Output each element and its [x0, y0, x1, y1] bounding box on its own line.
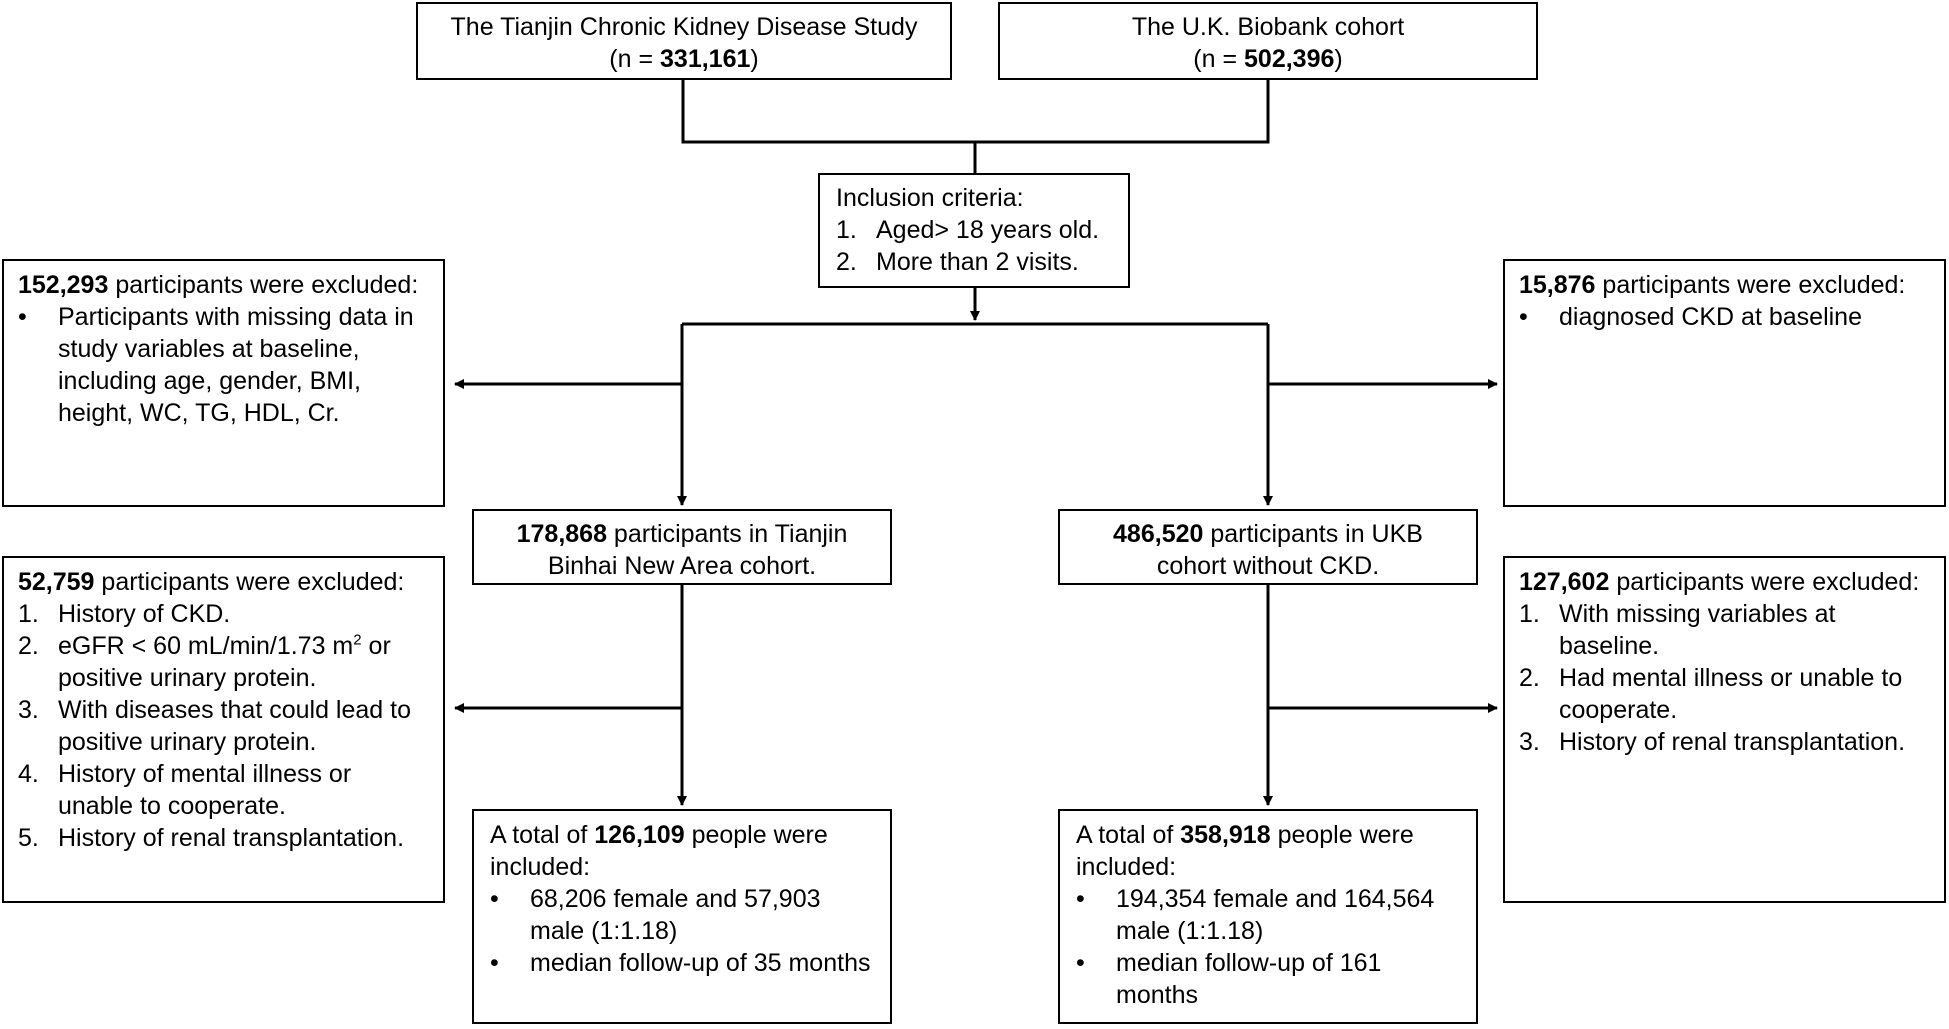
list-item: 4. History of mental illness or unable to…	[18, 758, 429, 822]
list-text: History of CKD.	[58, 600, 231, 628]
exclusion-heading: 52,759 participants were excluded:	[18, 566, 429, 598]
excluded-count: 127,602	[1519, 568, 1610, 596]
ukb-exclusion-2-box: 127,602 participants were excluded: 1. Wi…	[1503, 556, 1946, 903]
n-value: 502,396	[1244, 45, 1335, 73]
cohort-text: participants in Tianjin Binhai New Area …	[547, 520, 848, 580]
heading-prefix: A total of	[490, 821, 595, 849]
list-marker: 4.	[18, 760, 39, 788]
ukb-cohort-without-ckd-box: 486,520 participants in UKB cohort witho…	[1058, 509, 1478, 585]
list-marker: 3.	[18, 696, 39, 724]
tianjin-cohort-box: 178,868 participants in Tianjin Binhai N…	[472, 509, 892, 585]
list-text: eGFR < 60 mL/min/1.73 m2 or positive uri…	[58, 630, 429, 694]
cohort-text: participants in UKB cohort without CKD.	[1156, 520, 1423, 580]
list-text: Participants with missing data in study …	[58, 303, 414, 427]
heading-suffix: people were included:	[490, 821, 828, 881]
list-text: Had mental illness or unable to cooperat…	[1559, 664, 1903, 724]
ukb-cohort-title: The U.K. Biobank cohort	[1131, 13, 1405, 41]
list-text: With diseases that could lead to positiv…	[58, 696, 411, 756]
tianjin-exclusion-2-box: 52,759 participants were excluded: 1. His…	[2, 556, 445, 903]
n-prefix: (n =	[609, 45, 661, 73]
list-item: 2. More than 2 visits.	[836, 246, 1112, 278]
final-heading: A total of 358,918 people were included:	[1076, 819, 1460, 883]
list-text: More than 2 visits.	[876, 248, 1079, 276]
list-item: 1. With missing variables at baseline.	[1519, 598, 1930, 662]
list-text: 68,206 female and 57,903 male (1:1.18)	[530, 885, 821, 945]
list-text: median follow-up of 35 months	[530, 949, 871, 977]
tianjin-exclusion-1-box: 152,293 participants were excluded: • Par…	[2, 259, 445, 507]
heading-prefix: A total of	[1076, 821, 1181, 849]
tianjin-study-title: The Tianjin Chronic Kidney Disease Study	[450, 13, 918, 41]
excluded-count: 52,759	[18, 568, 95, 596]
list-item: 5. History of renal transplantation.	[18, 822, 429, 854]
tianjin-study-box: The Tianjin Chronic Kidney Disease Study…	[416, 2, 952, 80]
heading-suffix: people were included:	[1076, 821, 1414, 881]
bullet-marker: •	[490, 885, 499, 913]
excluded-count: 152,293	[18, 271, 109, 299]
list-marker: 1.	[18, 600, 39, 628]
merge-connector	[681, 80, 1270, 173]
list-marker: 2.	[836, 248, 857, 276]
superscript: 2	[353, 631, 362, 649]
list-marker: 1.	[1519, 600, 1540, 628]
list-text: 194,354 female and 164,564 male (1:1.18)	[1116, 885, 1435, 945]
excluded-count: 15,876	[1519, 271, 1596, 299]
exclusion-heading: 15,876 participants were excluded:	[1519, 269, 1930, 301]
inclusion-criteria-title: Inclusion criteria:	[836, 184, 1024, 212]
list-text: With missing variables at baseline.	[1559, 600, 1836, 660]
bullet-marker: •	[18, 303, 27, 331]
cohort-count: 486,520	[1113, 520, 1204, 548]
n-prefix: (n =	[1193, 45, 1245, 73]
list-marker: 2.	[18, 632, 39, 660]
list-item: 2. eGFR < 60 mL/min/1.73 m2 or positive u…	[18, 630, 429, 694]
list-item: • 68,206 female and 57,903 male (1:1.18)	[490, 883, 874, 947]
included-count: 358,918	[1180, 821, 1271, 849]
bullet-marker: •	[1519, 303, 1528, 331]
ukb-cohort-n: (n = 502,396)	[1000, 43, 1536, 75]
bullet-marker: •	[1076, 885, 1085, 913]
list-marker: 2.	[1519, 664, 1540, 692]
n-suffix: )	[1334, 45, 1343, 73]
heading-text: participants were excluded:	[108, 271, 419, 299]
bullet-marker: •	[1076, 949, 1085, 977]
bullet-marker: •	[490, 949, 499, 977]
protein-text: or positive urinary protein.	[58, 632, 391, 692]
list-item: 1. Aged> 18 years old.	[836, 214, 1112, 246]
ukb-final-box: A total of 358,918 people were included:…	[1058, 809, 1478, 1024]
ukb-cohort-box: The U.K. Biobank cohort (n = 502,396)	[998, 2, 1538, 80]
tianjin-final-box: A total of 126,109 people were included:…	[472, 809, 892, 1024]
list-marker: 3.	[1519, 728, 1540, 756]
list-marker: 1.	[836, 216, 857, 244]
list-item: • Participants with missing data in study…	[18, 301, 429, 429]
list-item: 2. Had mental illness or unable to cooper…	[1519, 662, 1930, 726]
list-item: • diagnosed CKD at baseline	[1519, 301, 1930, 333]
egfr-text: eGFR < 60 mL/min/1.73 m	[58, 632, 354, 660]
heading-text: participants were excluded:	[1609, 568, 1920, 596]
final-heading: A total of 126,109 people were included:	[490, 819, 874, 883]
inclusion-criteria-box: Inclusion criteria: 1. Aged> 18 years old…	[818, 173, 1130, 288]
list-text: Aged> 18 years old.	[876, 216, 1100, 244]
list-item: • median follow-up of 35 months	[490, 947, 874, 979]
exclusion-heading: 152,293 participants were excluded:	[18, 269, 429, 301]
n-value: 331,161	[660, 45, 751, 73]
cohort-count: 178,868	[516, 520, 607, 548]
heading-text: participants were excluded:	[94, 568, 405, 596]
included-count: 126,109	[594, 821, 685, 849]
list-text: diagnosed CKD at baseline	[1559, 303, 1862, 331]
n-suffix: )	[750, 45, 759, 73]
ukb-exclusion-1-box: 15,876 participants were excluded: • diag…	[1503, 259, 1946, 507]
list-item: 3. History of renal transplantation.	[1519, 726, 1930, 758]
list-text: History of renal transplantation.	[58, 824, 405, 852]
list-text: History of mental illness or unable to c…	[58, 760, 352, 820]
list-item: • median follow-up of 161 months	[1076, 947, 1460, 1011]
list-marker: 5.	[18, 824, 39, 852]
list-text: median follow-up of 161 months	[1116, 949, 1382, 1009]
list-item: • 194,354 female and 164,564 male (1:1.18…	[1076, 883, 1460, 947]
exclusion-heading: 127,602 participants were excluded:	[1519, 566, 1930, 598]
list-item: 3. With diseases that could lead to posit…	[18, 694, 429, 758]
list-text: History of renal transplantation.	[1559, 728, 1906, 756]
tianjin-study-n: (n = 331,161)	[418, 43, 950, 75]
list-item: 1. History of CKD.	[18, 598, 429, 630]
heading-text: participants were excluded:	[1595, 271, 1906, 299]
